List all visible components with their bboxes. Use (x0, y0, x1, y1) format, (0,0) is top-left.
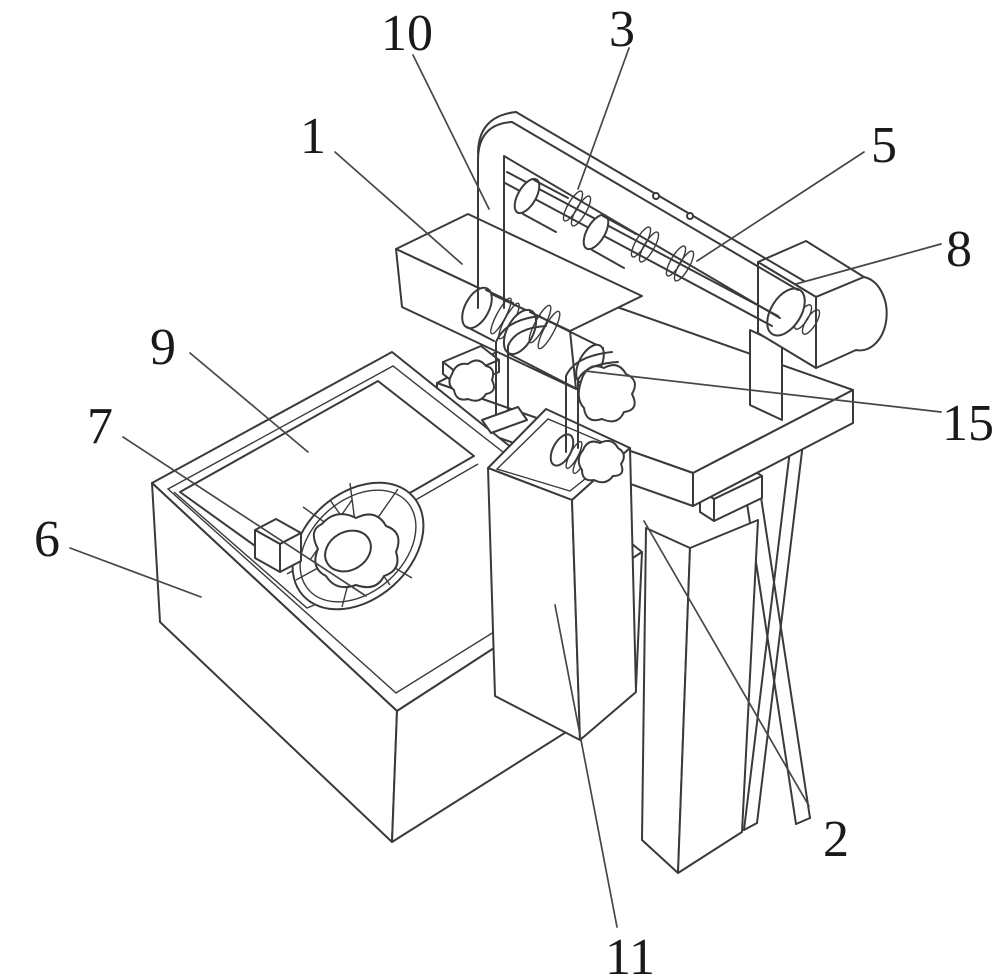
rail-end-cap (766, 287, 806, 337)
motor (749, 240, 888, 421)
impeller-wheel (291, 481, 425, 611)
rail-stop-pin (686, 212, 694, 220)
leader-line-10 (412, 54, 490, 210)
leader-line-2 (643, 520, 810, 807)
support-column (641, 519, 759, 874)
leader-line-7 (122, 436, 367, 597)
right-leg (743, 442, 804, 831)
part-label-8: 8 (946, 221, 972, 278)
machine-group (395, 111, 888, 484)
part-label-15: 15 (942, 395, 994, 452)
inner-box-right-face (571, 447, 637, 741)
part-label-10: 10 (381, 5, 433, 62)
leader-line-8 (795, 243, 942, 285)
part-label-5: 5 (871, 117, 897, 174)
part-label-2: 2 (823, 811, 849, 868)
holddown-pipe-left (481, 315, 547, 434)
left-cam-roller (442, 345, 500, 402)
lower-cam-roller (549, 433, 625, 484)
leader-line-11 (554, 604, 618, 928)
part-label-1: 1 (300, 108, 326, 165)
cam-lobe (577, 364, 636, 423)
guide-rail-frame (477, 111, 805, 319)
part-label-7: 7 (87, 398, 113, 455)
leader-line-5 (696, 151, 865, 262)
impeller-hub-cap (324, 529, 372, 573)
leader-line-3 (577, 47, 630, 190)
holddown-pipe-right (565, 351, 619, 453)
leader-lines (69, 47, 942, 928)
rail-stop-pin (652, 192, 660, 200)
part-label-11: 11 (605, 929, 655, 980)
part-label-6: 6 (34, 511, 60, 568)
leader-line-1 (334, 151, 463, 265)
part-label-3: 3 (609, 1, 635, 58)
leader-line-15 (584, 370, 942, 413)
part-label-9: 9 (150, 319, 176, 376)
part-labels: 10 3 1 5 8 15 9 7 6 11 2 (34, 1, 994, 980)
leader-line-9 (189, 352, 309, 453)
leader-line-6 (69, 547, 202, 598)
screw-shaft (504, 171, 779, 327)
inner-box-left-face (487, 467, 581, 741)
